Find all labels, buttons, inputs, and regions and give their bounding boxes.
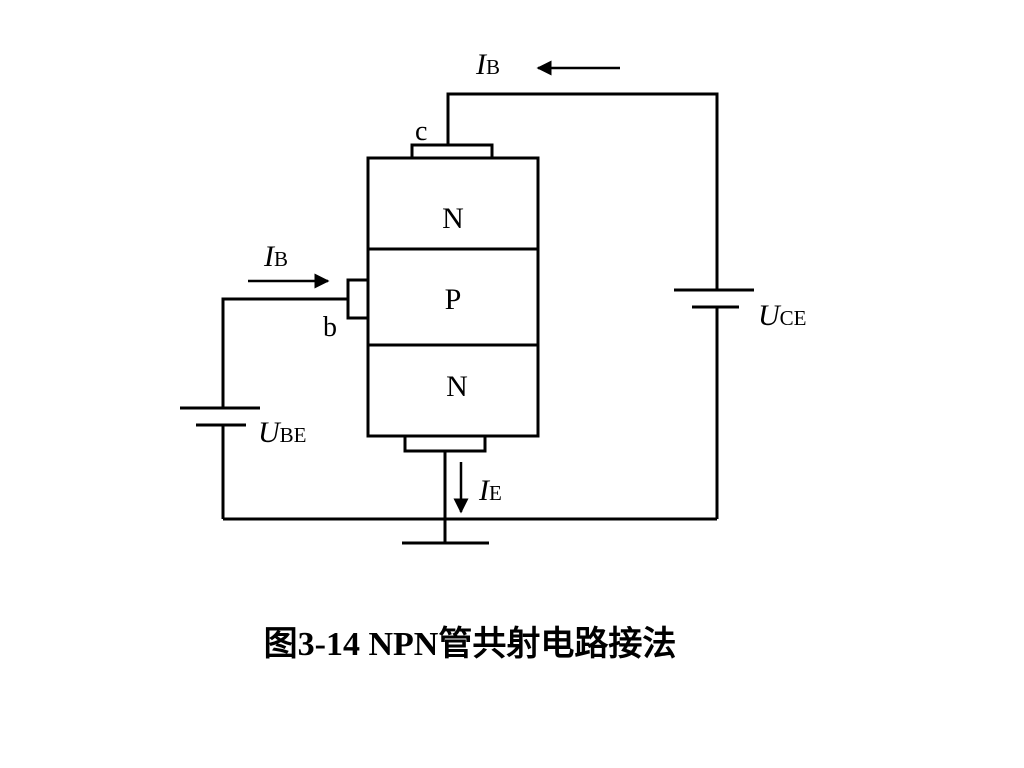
base-contact (346, 278, 370, 320)
collector-current-label: IB (475, 48, 500, 81)
ube-label: UBE (258, 416, 307, 449)
collector-contact (410, 143, 494, 160)
base-pin-label: b (323, 312, 337, 343)
emitter-current-label: IE (478, 474, 502, 507)
transistor-outline (366, 156, 540, 438)
uce-label: UCE (758, 299, 807, 332)
transistor-body: N P N (346, 143, 540, 453)
emitter-ground (223, 451, 717, 545)
base-wire (221, 297, 348, 408)
region-label-middle: P (445, 283, 462, 316)
emitter-contact (403, 434, 487, 453)
collector-wire-top (446, 92, 719, 290)
region-label-bottom: N (446, 370, 468, 403)
collector-pin-label: c (415, 116, 427, 147)
base-current-label: IB (263, 240, 288, 273)
figure-caption: 图3-14 NPN管共射电路接法 (263, 626, 677, 663)
region-label-top: N (442, 202, 464, 235)
collector-circuit (446, 92, 754, 519)
base-circuit (180, 297, 348, 519)
